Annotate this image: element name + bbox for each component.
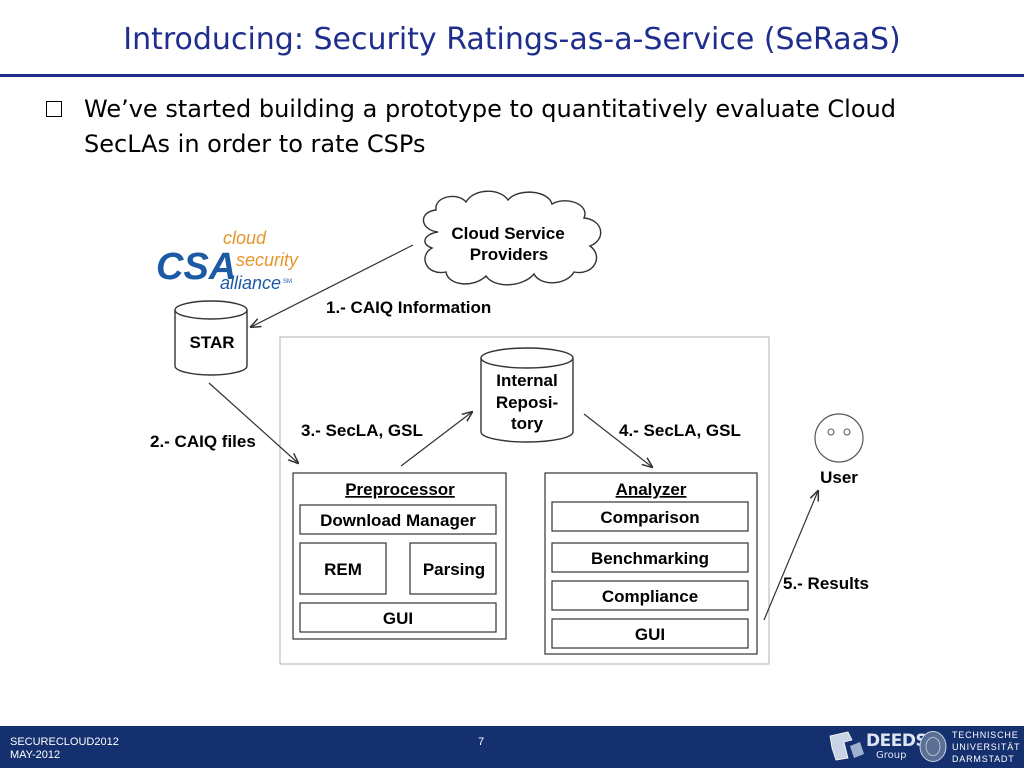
star-cylinder-icon bbox=[174, 310, 248, 376]
deeds-logo-subtext: Group bbox=[876, 750, 907, 761]
arrow-step-4 bbox=[583, 413, 652, 467]
csa-logo-alliance: alliance bbox=[220, 273, 281, 293]
arrow-step-1 bbox=[251, 244, 414, 327]
deeds-logo-icon bbox=[829, 731, 864, 761]
tu-line-1: TECHNISCHE bbox=[952, 730, 1019, 740]
page-number: 7 bbox=[478, 736, 485, 748]
tu-darmstadt-logo-text: TECHNISCHE UNIVERSITÄT DARMSTADT bbox=[952, 729, 1020, 765]
rem-label: REM bbox=[324, 560, 362, 579]
csa-logo-service-mark: SM bbox=[283, 279, 292, 285]
flow-label-step-4: 4.- SecLA, GSL bbox=[619, 421, 741, 440]
star-label: STAR bbox=[189, 333, 234, 352]
repository-cylinder-icon bbox=[480, 358, 574, 443]
seraas-system-boundary bbox=[279, 336, 770, 665]
footer-conference: SECURECLOUD2012 bbox=[10, 736, 119, 748]
csa-logo: CSA cloud security alliance SM bbox=[156, 228, 299, 293]
bullet-text-line-2: SecLAs in order to rate CSPs bbox=[84, 130, 426, 158]
analyzer-title: Analyzer bbox=[616, 480, 687, 499]
flow-label-step-3: 3.- SecLA, GSL bbox=[301, 421, 423, 440]
user-label: User bbox=[820, 468, 858, 487]
csa-logo-mark: CSA bbox=[156, 246, 236, 288]
preprocessor-title: Preprocessor bbox=[345, 480, 455, 499]
internal-repository: Internal Reposi- tory bbox=[480, 347, 574, 443]
cloud-label-line-2: Providers bbox=[470, 245, 548, 264]
compliance-label: Compliance bbox=[602, 587, 698, 606]
analyzer-module: Analyzer Comparison Benchmarking Complia… bbox=[544, 472, 758, 655]
repository-label-line-1: Internal bbox=[496, 371, 557, 390]
user-actor: User bbox=[814, 413, 864, 487]
repository-label-line-3: tory bbox=[511, 414, 544, 433]
comparison-label: Comparison bbox=[600, 508, 699, 527]
tu-darmstadt-seal-icon bbox=[919, 731, 947, 762]
arrow-step-5 bbox=[763, 491, 818, 621]
cloud-service-providers: Cloud Service Providers bbox=[422, 190, 602, 286]
repository-label-line-2: Reposi- bbox=[496, 393, 558, 412]
bullet-point: We’ve started building a prototype to qu… bbox=[46, 92, 986, 162]
arrow-step-3 bbox=[400, 412, 472, 467]
analyzer-gui-label: GUI bbox=[635, 625, 665, 644]
preprocessor-gui-label: GUI bbox=[383, 609, 413, 628]
tu-line-2: UNIVERSITÄT bbox=[952, 742, 1021, 752]
deeds-logo-text: DEEDS bbox=[866, 731, 928, 751]
checkbox-bullet-icon bbox=[46, 101, 62, 117]
cloud-label-line-1: Cloud Service bbox=[451, 224, 564, 243]
cloud-shape-icon bbox=[422, 190, 602, 286]
slide-title: Introducing: Security Ratings-as-a-Servi… bbox=[123, 22, 901, 57]
user-face-icon bbox=[814, 413, 864, 463]
footer-event-info: SECURECLOUD2012 MAY-2012 bbox=[10, 736, 119, 762]
benchmarking-label: Benchmarking bbox=[591, 549, 709, 568]
preprocessor-module: Preprocessor Download Manager REM Parsin… bbox=[292, 472, 507, 640]
title-divider bbox=[0, 74, 1024, 77]
flow-label-step-1: 1.- CAIQ Information bbox=[326, 298, 491, 317]
arrow-step-2 bbox=[208, 382, 298, 463]
bullet-text-line-1: We’ve started building a prototype to qu… bbox=[84, 95, 896, 123]
star-database: STAR bbox=[174, 300, 248, 376]
csa-logo-cloud: cloud bbox=[223, 228, 267, 248]
footer-date: MAY-2012 bbox=[10, 749, 61, 761]
csa-logo-security: security bbox=[236, 250, 299, 270]
flow-label-step-5: 5.- Results bbox=[783, 574, 869, 593]
download-manager-label: Download Manager bbox=[320, 511, 476, 530]
tu-line-3: DARMSTADT bbox=[952, 754, 1015, 764]
flow-label-step-2: 2.- CAIQ files bbox=[150, 432, 256, 451]
parsing-label: Parsing bbox=[423, 560, 485, 579]
